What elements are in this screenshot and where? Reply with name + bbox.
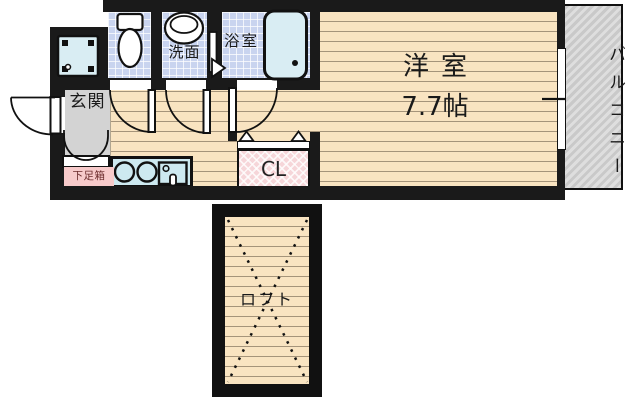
doorway-toilet [110, 80, 151, 90]
doorway-washroom [166, 80, 206, 90]
bathroom-label: 浴室 [224, 32, 260, 50]
wall-left-upper [50, 90, 65, 97]
main-room-name: 洋室 [402, 52, 479, 82]
washroom-label: 洗面 [168, 43, 201, 61]
loft-label: ロフト [239, 290, 294, 309]
main-room-label: 洋室 7.7帖 [330, 54, 540, 120]
wall-door-stub [228, 132, 237, 141]
wall-washroom-bathroom [207, 12, 222, 78]
wall-toilet-washroom [151, 12, 162, 78]
wall-bottom [50, 186, 565, 200]
wall-bathroom-right [310, 12, 320, 90]
closet [237, 149, 310, 188]
wall-left-lower [50, 133, 65, 186]
kitchen-counter [110, 156, 193, 188]
closet-folding-door [237, 141, 310, 149]
wall-top [103, 0, 565, 12]
closet-label: CL [260, 156, 287, 181]
balcony-label: バルコニー [605, 45, 625, 185]
main-room-size: 7.7帖 [401, 92, 469, 122]
wall-closet-right [310, 132, 320, 200]
entrance-step-line [110, 90, 111, 156]
shoe-cabinet-label: 下足箱 [64, 167, 114, 186]
doorway-main-room [237, 80, 277, 90]
balcony [565, 4, 623, 190]
entrance-label: 玄関 [69, 92, 106, 112]
entrance-door-swing-icon [10, 96, 62, 136]
toilet-room [108, 12, 151, 78]
